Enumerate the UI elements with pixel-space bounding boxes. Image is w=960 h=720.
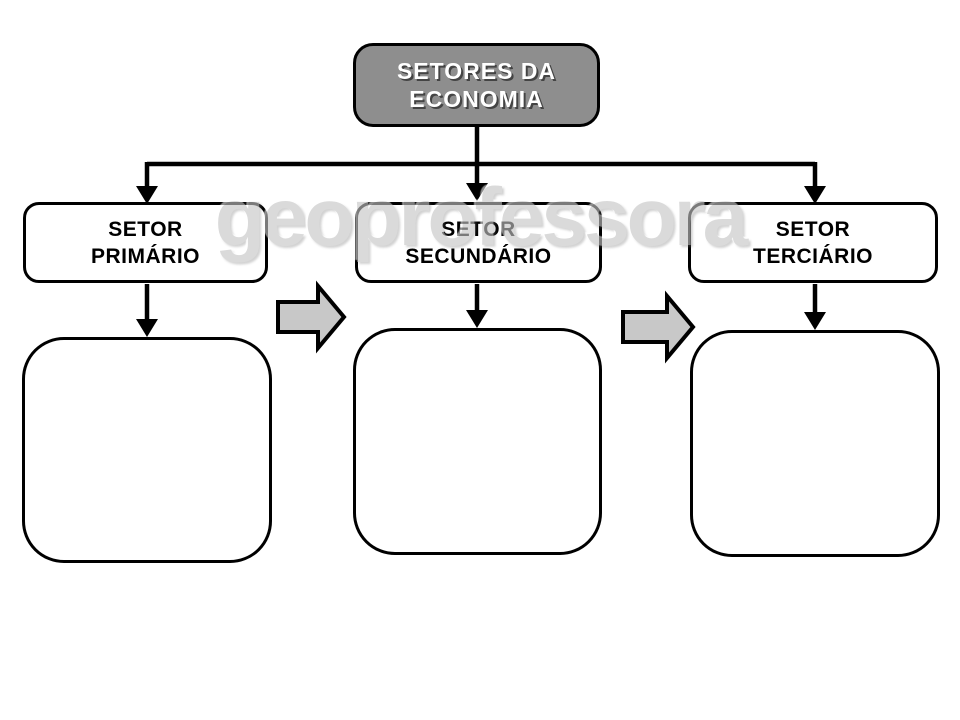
sector-label: SETOR bbox=[775, 217, 851, 241]
sector-label: PRIMÁRIO bbox=[91, 244, 200, 268]
down-arrow bbox=[804, 162, 826, 204]
sector-label: TERCIÁRIO bbox=[753, 244, 873, 268]
sector-box-terciario: SETOR TERCIÁRIO bbox=[688, 202, 938, 283]
right-block-arrow-icon bbox=[621, 290, 696, 364]
sector-label: SECUNDÁRIO bbox=[405, 244, 552, 268]
title-box: SETORES DA ECONOMIA bbox=[353, 43, 600, 127]
down-arrow bbox=[136, 162, 158, 204]
content-box-primario bbox=[22, 337, 272, 563]
sector-box-secundario: SETOR SECUNDÁRIO bbox=[355, 202, 602, 283]
content-box-secundario bbox=[353, 328, 602, 555]
down-arrow bbox=[466, 164, 488, 201]
down-arrow bbox=[466, 284, 488, 328]
sector-label: SETOR bbox=[441, 217, 516, 241]
content-box-terciario bbox=[690, 330, 940, 557]
sector-label: SETOR bbox=[108, 217, 183, 241]
right-block-arrow-icon bbox=[276, 280, 347, 354]
down-arrow bbox=[804, 284, 826, 330]
down-arrow bbox=[136, 284, 158, 337]
title-line-1: SETORES DA bbox=[396, 58, 557, 84]
title-line-2: ECONOMIA bbox=[409, 86, 544, 112]
sector-box-primario: SETOR PRIMÁRIO bbox=[23, 202, 268, 283]
